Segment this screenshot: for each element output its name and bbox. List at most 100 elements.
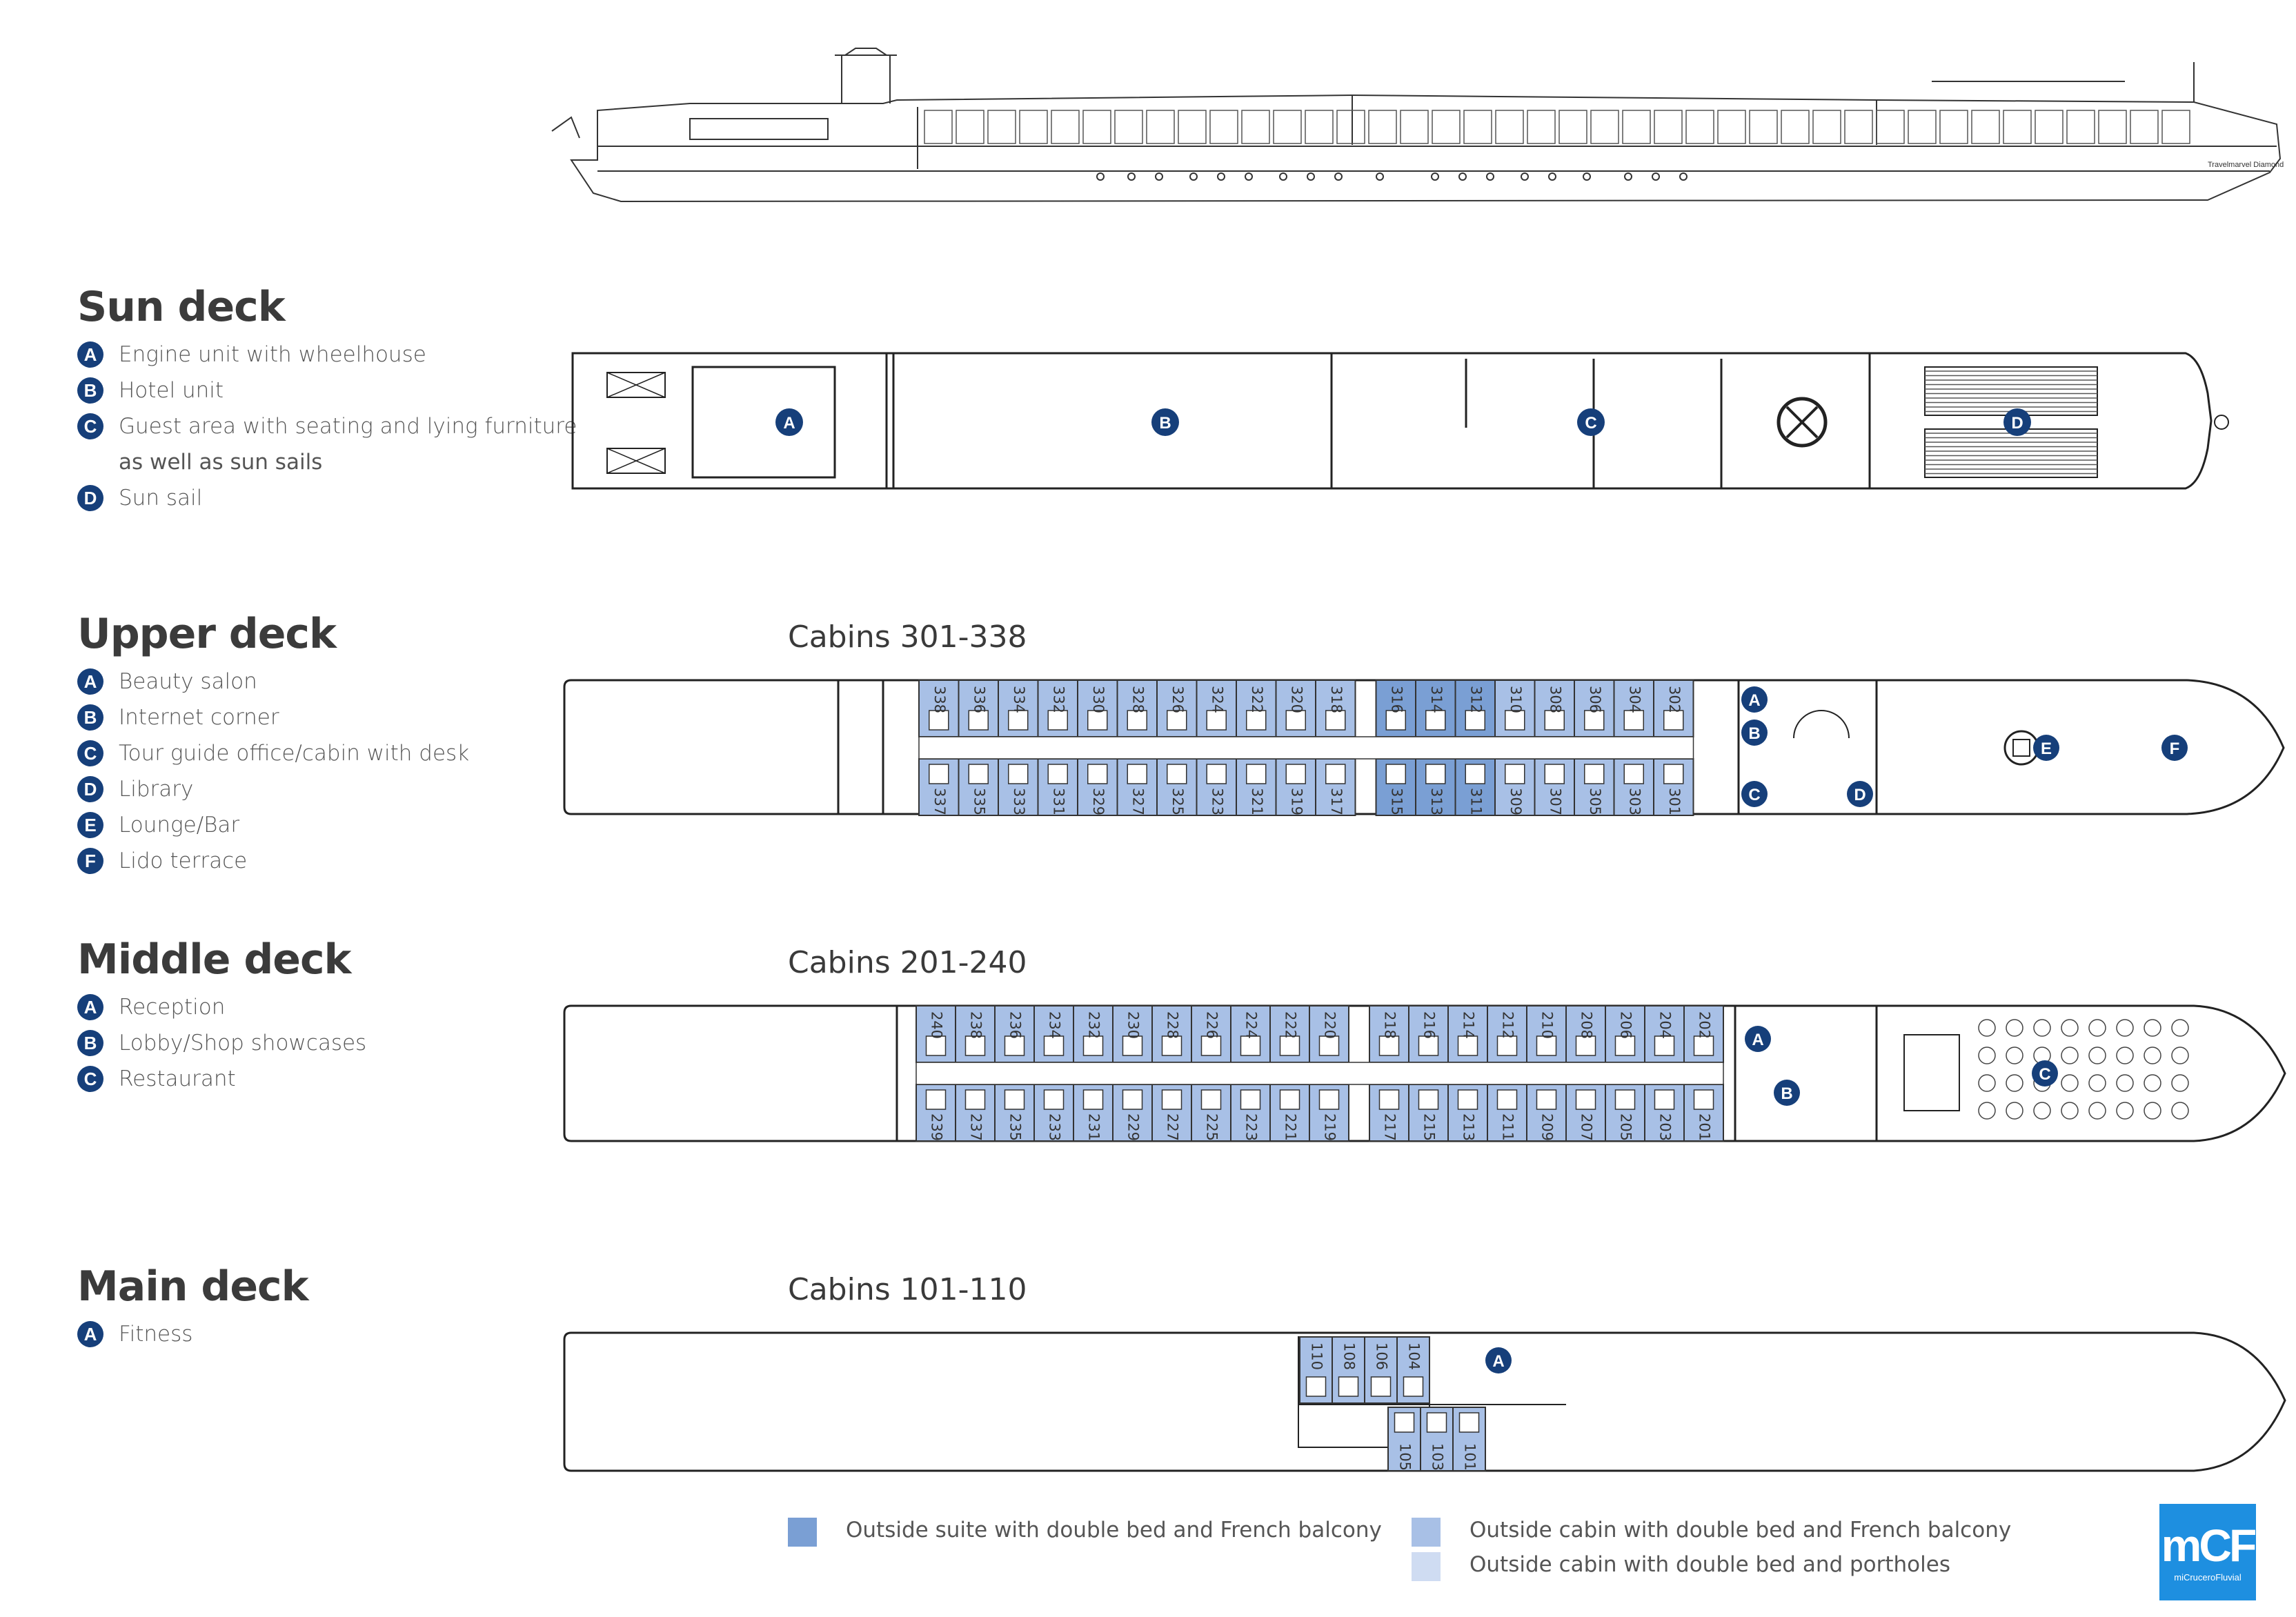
- cabin-229: 229: [1112, 1084, 1153, 1142]
- bed-icon: [1425, 710, 1446, 731]
- cabin-203: 203: [1644, 1084, 1685, 1142]
- window-icon: [1749, 110, 1778, 144]
- porthole-icon: [1334, 172, 1343, 181]
- cabin-number: 310: [1507, 686, 1524, 713]
- cabin-number: 318: [1328, 686, 1345, 713]
- table-icon: [2116, 1074, 2134, 1092]
- cabin-number: 321: [1249, 788, 1265, 815]
- window-icon: [2098, 110, 2127, 144]
- bed-icon: [1167, 764, 1187, 784]
- upper-legend-d: D Library: [77, 774, 193, 804]
- legend-badge: F: [77, 848, 103, 874]
- table-icon: [2006, 1019, 2023, 1037]
- bed-icon: [1004, 1035, 1025, 1056]
- cabin-301: 301: [1653, 758, 1694, 816]
- svg-text:A: A: [1752, 1031, 1763, 1049]
- cabin-233: 233: [1033, 1084, 1074, 1142]
- bed-icon: [1305, 1376, 1327, 1397]
- key-text-cabin: Outside cabin with double bed and French…: [1469, 1518, 2012, 1542]
- cabin-number: 323: [1209, 788, 1225, 815]
- cabin-309: 309: [1494, 758, 1536, 816]
- table-icon: [2006, 1102, 2023, 1120]
- window-icon: [1654, 110, 1683, 144]
- cabin-number: 223: [1243, 1113, 1260, 1141]
- table-icon: [1978, 1019, 1996, 1037]
- window-icon: [924, 110, 953, 144]
- main-legend-a: A Fitness: [77, 1319, 192, 1349]
- legend-text: Fitness: [119, 1322, 193, 1347]
- cabin-number: 319: [1288, 788, 1305, 815]
- cabin-number: 325: [1169, 788, 1186, 815]
- cabin-323: 323: [1196, 758, 1237, 816]
- window-icon: [1305, 110, 1334, 144]
- upper-marker-b: B: [1741, 720, 1768, 746]
- table-icon: [1978, 1046, 1996, 1064]
- table-icon: [2088, 1019, 2106, 1037]
- legend-badge: A: [77, 994, 103, 1020]
- legend-badge: D: [77, 485, 103, 511]
- sun-marker-a: A: [775, 408, 803, 436]
- bed-icon: [1623, 764, 1644, 784]
- bed-icon: [1403, 1376, 1424, 1397]
- cabin-number: 215: [1421, 1113, 1438, 1141]
- sun-legend-b: B Hotel unit: [77, 375, 224, 406]
- svg-text:B: B: [1159, 414, 1171, 433]
- cabin-319: 319: [1275, 758, 1316, 816]
- middle-legend-c: C Restaurant: [77, 1064, 236, 1094]
- legend-text: Library: [119, 777, 194, 802]
- key-swatch-suite: [788, 1518, 817, 1547]
- cabin-number: 238: [968, 1011, 984, 1039]
- cabin-108: 108: [1332, 1336, 1365, 1404]
- cabin-211: 211: [1487, 1084, 1527, 1142]
- legend-text: Sun sail: [119, 486, 203, 510]
- bed-icon: [1378, 1089, 1400, 1110]
- porthole-icon: [1521, 172, 1529, 181]
- table-icon: [2171, 1074, 2189, 1092]
- cabin-number: 201: [1696, 1113, 1713, 1141]
- legend-text-continued: as well as sun sails: [119, 450, 323, 475]
- key-swatch-cabin: [1412, 1518, 1441, 1547]
- cabin-311: 311: [1454, 758, 1496, 816]
- svg-text:A: A: [1492, 1352, 1504, 1371]
- cabin-228: 228: [1151, 1005, 1192, 1063]
- cabin-number: 207: [1578, 1113, 1595, 1141]
- main-cabins-heading: Cabins 101-110: [788, 1272, 1027, 1307]
- cabin-number: 213: [1461, 1113, 1477, 1141]
- bed-icon: [1693, 1035, 1714, 1056]
- cabin-number: 327: [1129, 788, 1146, 815]
- upper-marker-c: C: [1741, 781, 1768, 807]
- cabin-number: 229: [1125, 1113, 1142, 1141]
- table-icon: [2171, 1102, 2189, 1120]
- cabin-number: 230: [1125, 1011, 1142, 1039]
- cabin-number: 308: [1547, 686, 1563, 713]
- window-icon: [1622, 110, 1651, 144]
- bed-icon: [929, 710, 949, 731]
- logo-text: mCF: [2161, 1519, 2257, 1571]
- cabin-number: 218: [1382, 1011, 1398, 1039]
- bed-icon: [968, 710, 989, 731]
- window-icon: [1432, 110, 1461, 144]
- bed-icon: [1385, 764, 1406, 784]
- bed-icon: [1418, 1035, 1439, 1056]
- table-icon: [2061, 1102, 2079, 1120]
- middle-marker-b: B: [1774, 1080, 1800, 1106]
- middle-legend-b: B Lobby/Shop showcases: [77, 1028, 366, 1058]
- porthole-icon: [1548, 172, 1556, 181]
- window-icon: [1685, 110, 1714, 144]
- cabin-number: 304: [1626, 686, 1643, 713]
- cabin-number: 209: [1539, 1113, 1556, 1141]
- upper-legend-e: E Lounge/Bar: [77, 810, 239, 840]
- bed-icon: [1654, 1035, 1675, 1056]
- cabin-313: 313: [1415, 758, 1456, 816]
- table-icon: [1978, 1102, 1996, 1120]
- svg-text:D: D: [1854, 786, 1866, 804]
- bed-icon: [1663, 710, 1684, 731]
- window-icon: [1178, 110, 1207, 144]
- upper-marker-e: E: [2033, 735, 2059, 761]
- cabin-329: 329: [1077, 758, 1118, 816]
- bed-icon: [1240, 1089, 1261, 1110]
- upper-deck-hull: [563, 679, 2285, 815]
- cabin-316: 316: [1375, 679, 1416, 737]
- table-icon: [2144, 1019, 2161, 1037]
- cabin-number: 314: [1428, 686, 1445, 713]
